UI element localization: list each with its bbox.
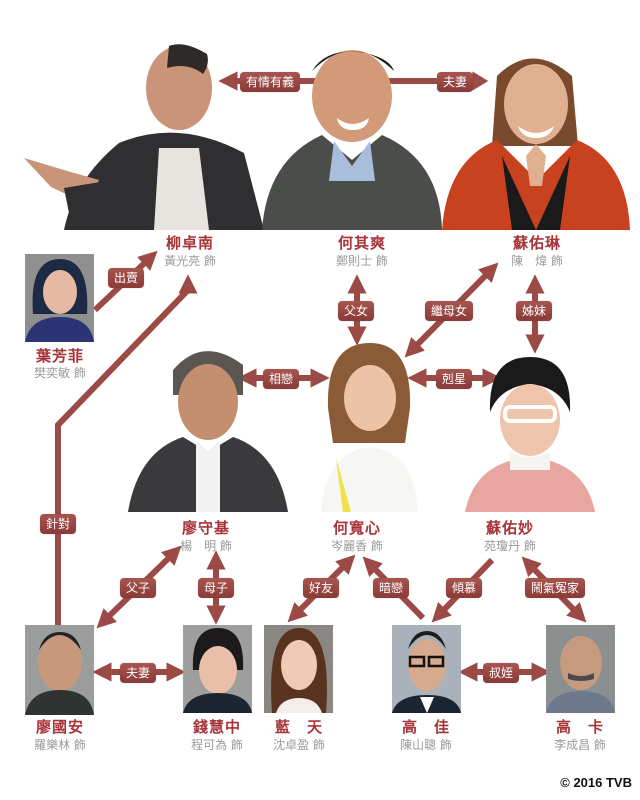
character-name: 何寬心 <box>332 519 381 537</box>
character-name: 廖國安 <box>35 718 84 736</box>
relation-label-quarrel: 鬧氣冤家 <box>525 578 586 598</box>
person-silhouette-icon <box>465 357 595 512</box>
photo-so-yau-lam <box>442 46 630 230</box>
photo-ho-fun-sum <box>316 338 420 512</box>
relation-label-spouse-top: 夫妻 <box>437 72 474 92</box>
person-silhouette-icon <box>442 58 630 230</box>
actor-name: 陳山聰 飾 <box>400 738 452 752</box>
person-silhouette-icon <box>24 44 264 230</box>
relation-label-spouse-bottom: 夫妻 <box>120 663 157 683</box>
photo-ko-ka <box>546 625 615 713</box>
person-silhouette-icon <box>183 625 252 713</box>
photo-ho-kei-shong <box>252 36 446 230</box>
photo-liu-kwok-on <box>25 625 94 715</box>
character-name: 藍 天 <box>274 718 323 736</box>
person-silhouette-icon <box>128 351 288 512</box>
character-name: 柳卓南 <box>165 234 214 252</box>
photo-ip-fong-fei <box>25 254 94 342</box>
relation-label-uncle-nephew: 叔姪 <box>483 663 520 683</box>
photo-so-yau-miu <box>460 352 600 512</box>
relation-label-nemesis: 剋星 <box>436 369 473 389</box>
photo-lam-tin <box>264 625 333 713</box>
relation-label-loyal: 有情有義 <box>240 72 301 92</box>
character-name: 葉芳菲 <box>35 347 84 365</box>
character-name: 高 卡 <box>555 718 604 736</box>
person-silhouette-icon <box>546 625 615 713</box>
person-silhouette-icon <box>392 625 461 713</box>
relation-label-father-son: 父子 <box>120 578 157 598</box>
relation-label-stepmother-daughter: 繼母女 <box>425 301 474 321</box>
character-name: 何其爽 <box>337 234 386 252</box>
relation-label-target: 針對 <box>40 514 77 534</box>
relation-label-friends: 好友 <box>303 578 340 598</box>
relation-label-father-daughter: 父女 <box>338 301 375 321</box>
actor-name: 黃光亮 飾 <box>164 254 216 268</box>
character-name: 高 佳 <box>401 718 450 736</box>
person-silhouette-icon <box>321 343 418 512</box>
actor-name: 樊奕敏 飾 <box>34 366 86 380</box>
character-name: 錢慧中 <box>192 718 241 736</box>
actor-name: 李成昌 飾 <box>554 738 606 752</box>
person-silhouette-icon <box>262 50 442 230</box>
person-silhouette-icon <box>25 254 94 342</box>
photo-ko-kai <box>392 625 461 713</box>
actor-name: 楊 明 飾 <box>180 539 232 553</box>
copyright-notice: © 2016 TVB <box>560 775 632 790</box>
actor-name: 陳 煒 飾 <box>511 254 563 268</box>
actor-name: 羅樂林 飾 <box>34 738 86 752</box>
character-name: 蘇佑琳 <box>512 234 561 252</box>
relation-label-sisters: 姊妹 <box>516 301 553 321</box>
relation-label-mother-son: 母子 <box>198 578 235 598</box>
photo-liu-cheuk-nam <box>24 38 264 230</box>
photo-liu-sau-kei <box>128 340 288 512</box>
actor-name: 苑瓊丹 飾 <box>484 539 536 553</box>
relation-label-admire: 傾慕 <box>446 578 483 598</box>
actor-name: 岑麗香 飾 <box>331 539 383 553</box>
photo-chin-wai-chung <box>183 625 252 713</box>
actor-name: 沈卓盈 飾 <box>273 738 325 752</box>
character-name: 廖守基 <box>181 519 230 537</box>
relation-label-crush: 暗戀 <box>373 578 410 598</box>
actor-name: 鄭則士 飾 <box>336 254 388 268</box>
character-name: 蘇佑妙 <box>485 519 534 537</box>
person-silhouette-icon <box>264 625 333 713</box>
person-silhouette-icon <box>25 625 94 715</box>
actor-name: 程可為 飾 <box>191 738 243 752</box>
relation-label-betray: 出賣 <box>108 268 145 288</box>
relation-label-lovers: 相戀 <box>263 369 300 389</box>
